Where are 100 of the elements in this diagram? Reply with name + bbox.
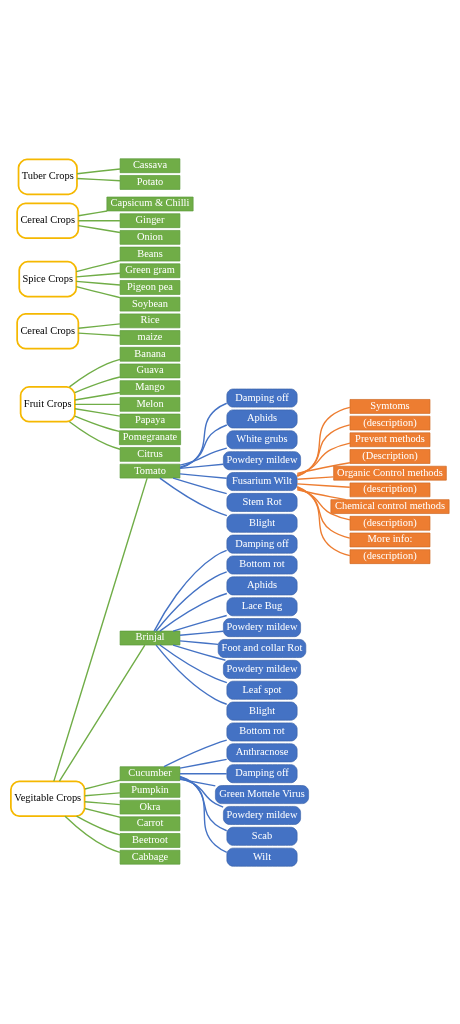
connector bbox=[64, 815, 121, 853]
connector bbox=[179, 446, 228, 466]
node-box: Prevent methods bbox=[349, 432, 431, 447]
connector bbox=[75, 285, 121, 298]
connector bbox=[68, 358, 121, 388]
connector bbox=[77, 219, 121, 221]
node-box: Fruit Crops bbox=[19, 385, 76, 423]
node-box: Cereal Crops bbox=[16, 312, 80, 350]
connector bbox=[296, 442, 351, 475]
node-box: Aphids bbox=[226, 576, 298, 595]
node-box: Capsicum & Chilli bbox=[106, 196, 194, 211]
connector bbox=[163, 738, 228, 767]
connector bbox=[74, 375, 121, 393]
connector bbox=[179, 423, 228, 468]
node-box: Aphids bbox=[226, 409, 298, 428]
node-box: Damping off bbox=[226, 388, 298, 407]
connector bbox=[296, 423, 351, 477]
node-box: Rice bbox=[119, 313, 181, 328]
node-box: Green gram bbox=[119, 262, 181, 278]
node-box: Soybean bbox=[119, 296, 181, 311]
connector bbox=[296, 461, 351, 474]
connector bbox=[75, 280, 121, 286]
node-box: Vegitable Crops bbox=[10, 780, 86, 817]
node-box: Tuber Crops bbox=[17, 158, 78, 195]
node-box: Damping off bbox=[226, 534, 298, 554]
node-box: Cereal Crops bbox=[16, 201, 80, 239]
node-box: Cabbage bbox=[119, 849, 181, 864]
connector bbox=[179, 758, 228, 769]
connector bbox=[155, 570, 228, 632]
connector bbox=[76, 167, 121, 174]
node-box: White grubs bbox=[226, 429, 298, 449]
node-box: Leaf spot bbox=[226, 680, 298, 700]
connector bbox=[296, 406, 351, 477]
connector bbox=[159, 643, 228, 683]
node-box: Powdery mildew bbox=[223, 617, 301, 637]
node-box: Pigeon pea bbox=[119, 279, 181, 295]
connector bbox=[179, 775, 228, 831]
connector bbox=[74, 414, 120, 432]
node-box: Mango bbox=[119, 379, 181, 395]
node-box: More info: bbox=[349, 532, 431, 547]
connector bbox=[75, 814, 121, 836]
connector bbox=[159, 476, 228, 516]
node-box: Foot and collar Rot bbox=[217, 638, 307, 658]
connector bbox=[179, 463, 224, 469]
connector bbox=[77, 224, 121, 233]
node-box: Fusarium Wilt bbox=[226, 471, 298, 491]
node-box: Papaya bbox=[119, 413, 181, 428]
node-box: (Description) bbox=[349, 448, 431, 464]
node-box: Symtoms bbox=[349, 398, 431, 414]
connector bbox=[75, 272, 121, 277]
connector bbox=[155, 643, 228, 705]
node-box: (description) bbox=[349, 515, 431, 531]
node-box: Okra bbox=[119, 799, 181, 814]
node-box: Potato bbox=[119, 174, 181, 190]
node-box: Beans bbox=[119, 246, 181, 261]
node-box: Beetroot bbox=[119, 832, 181, 848]
connector bbox=[296, 488, 347, 500]
connector bbox=[84, 800, 121, 805]
connector bbox=[296, 475, 335, 480]
node-box: Organic Control methods bbox=[333, 465, 447, 480]
connector bbox=[179, 639, 219, 645]
connector bbox=[84, 791, 121, 796]
node-box: Spice Crops bbox=[18, 260, 78, 297]
node-box: Bottom rot bbox=[226, 555, 298, 574]
node-box: Pumpkin bbox=[119, 782, 181, 798]
node-box: Damping off bbox=[226, 763, 298, 783]
node-box: Blight bbox=[226, 513, 298, 533]
node-box: (description) bbox=[349, 548, 431, 564]
connector bbox=[68, 420, 121, 450]
connector bbox=[159, 592, 228, 632]
node-box: Powdery mildew bbox=[223, 805, 301, 825]
connector bbox=[172, 643, 227, 661]
node-box: Carrot bbox=[119, 816, 181, 831]
connector bbox=[172, 476, 228, 494]
node-box: Melon bbox=[119, 396, 181, 412]
node-box: Pomegranate bbox=[119, 429, 181, 445]
node-box: Citrus bbox=[119, 446, 181, 462]
node-box: Bottom rot bbox=[226, 722, 298, 741]
connector bbox=[84, 807, 121, 818]
connector bbox=[179, 777, 224, 808]
node-box: Powdery mildew bbox=[223, 659, 301, 679]
node-box: Cucumber bbox=[119, 765, 181, 781]
connector bbox=[58, 644, 146, 782]
connector bbox=[53, 476, 148, 782]
node-box: Banana bbox=[119, 346, 181, 362]
connector bbox=[74, 407, 121, 417]
connector bbox=[179, 402, 228, 469]
node-box: Green Mottele Virus bbox=[215, 784, 309, 804]
connector bbox=[74, 403, 121, 405]
connector bbox=[179, 472, 228, 479]
node-box: Brinjal bbox=[119, 630, 181, 645]
connector bbox=[84, 779, 121, 790]
connector bbox=[153, 549, 228, 632]
connector bbox=[74, 391, 121, 401]
connector bbox=[77, 331, 121, 336]
node-box: Ginger bbox=[119, 212, 181, 228]
connector bbox=[75, 259, 121, 272]
node-box: Tomato bbox=[119, 463, 181, 478]
connector bbox=[296, 487, 351, 521]
node-box: (description) bbox=[349, 482, 431, 497]
